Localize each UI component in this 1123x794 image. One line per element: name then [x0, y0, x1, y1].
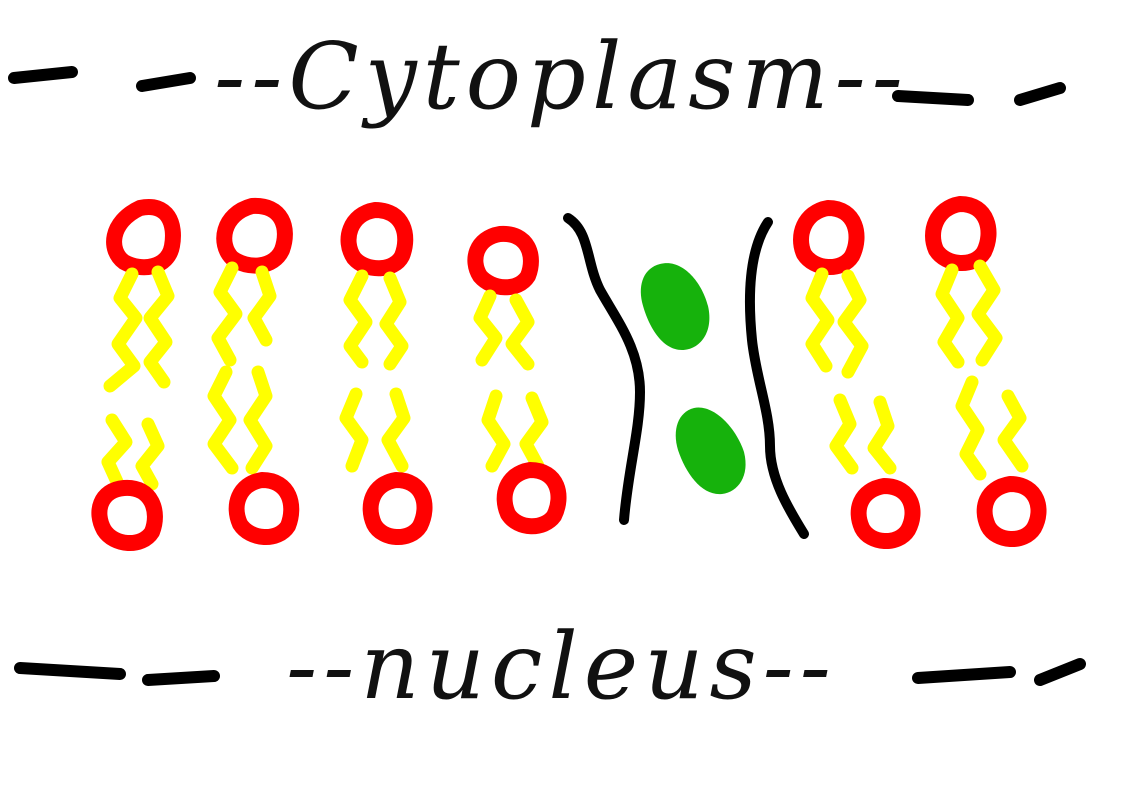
fatty-acid-tail: [837, 269, 869, 379]
fatty-acid-tail: [381, 387, 411, 473]
phosphate-head: [850, 478, 921, 550]
nucleus-label: --nucleus--: [286, 613, 837, 720]
fatty-acid-tail: [247, 265, 277, 347]
phosphate-head: [216, 197, 293, 274]
phosphate-head: [925, 196, 997, 272]
fatty-acid-tail: [971, 259, 1003, 367]
channel-protein: [563, 213, 809, 539]
fatty-acid-tail: [243, 365, 273, 475]
phosphate-head: [106, 199, 181, 276]
fatty-acid-tail: [339, 387, 369, 473]
phosphate-head: [976, 476, 1047, 548]
lower-leaflet: [91, 462, 1047, 552]
phosphate-head: [340, 202, 414, 277]
channel-wall-left: [563, 213, 645, 525]
transported-molecules: [640, 263, 746, 495]
molecule: [640, 263, 710, 350]
lower-tails: [101, 365, 1029, 491]
dash: [892, 90, 974, 106]
upper-tails: [103, 259, 1003, 393]
phosphate-head: [467, 225, 539, 296]
dash: [8, 66, 78, 84]
fatty-acid-tail: [481, 389, 511, 473]
fatty-acid-tail: [101, 413, 133, 491]
fatty-acid-tail: [997, 389, 1029, 473]
fatty-acid-tail: [211, 261, 243, 367]
phosphate-head: [91, 480, 163, 552]
fatty-acid-tail: [829, 393, 859, 475]
fatty-acid-tail: [955, 375, 987, 481]
phosphate-head: [496, 462, 567, 535]
fatty-acid-tail: [343, 269, 373, 369]
dash: [1034, 658, 1086, 686]
fatty-acid-tail: [805, 267, 835, 373]
fatty-acid-tail: [505, 293, 535, 371]
molecule: [675, 407, 746, 495]
fatty-acid-tail: [135, 417, 165, 491]
dash: [1014, 82, 1066, 106]
fatty-acid-tail: [207, 365, 239, 475]
dash: [14, 662, 126, 680]
cytoplasm-label: --Cytoplasm--: [214, 23, 909, 130]
fatty-acid-tail: [103, 267, 143, 393]
fatty-acid-tail: [143, 265, 175, 389]
phosphate-head: [362, 472, 433, 546]
phosphate-head: [228, 472, 300, 546]
fatty-acid-tail: [867, 395, 897, 475]
fatty-acid-tail: [519, 391, 549, 473]
phosphate-head: [793, 200, 865, 276]
fatty-acid-tail: [379, 271, 409, 371]
fatty-acid-tail: [473, 289, 503, 367]
fatty-acid-tail: [935, 263, 965, 369]
dash: [142, 670, 220, 686]
channel-wall-right: [744, 217, 809, 539]
upper-leaflet: [106, 196, 997, 296]
label-dashes: [8, 66, 1086, 686]
dash: [912, 666, 1016, 684]
dash: [136, 72, 196, 92]
